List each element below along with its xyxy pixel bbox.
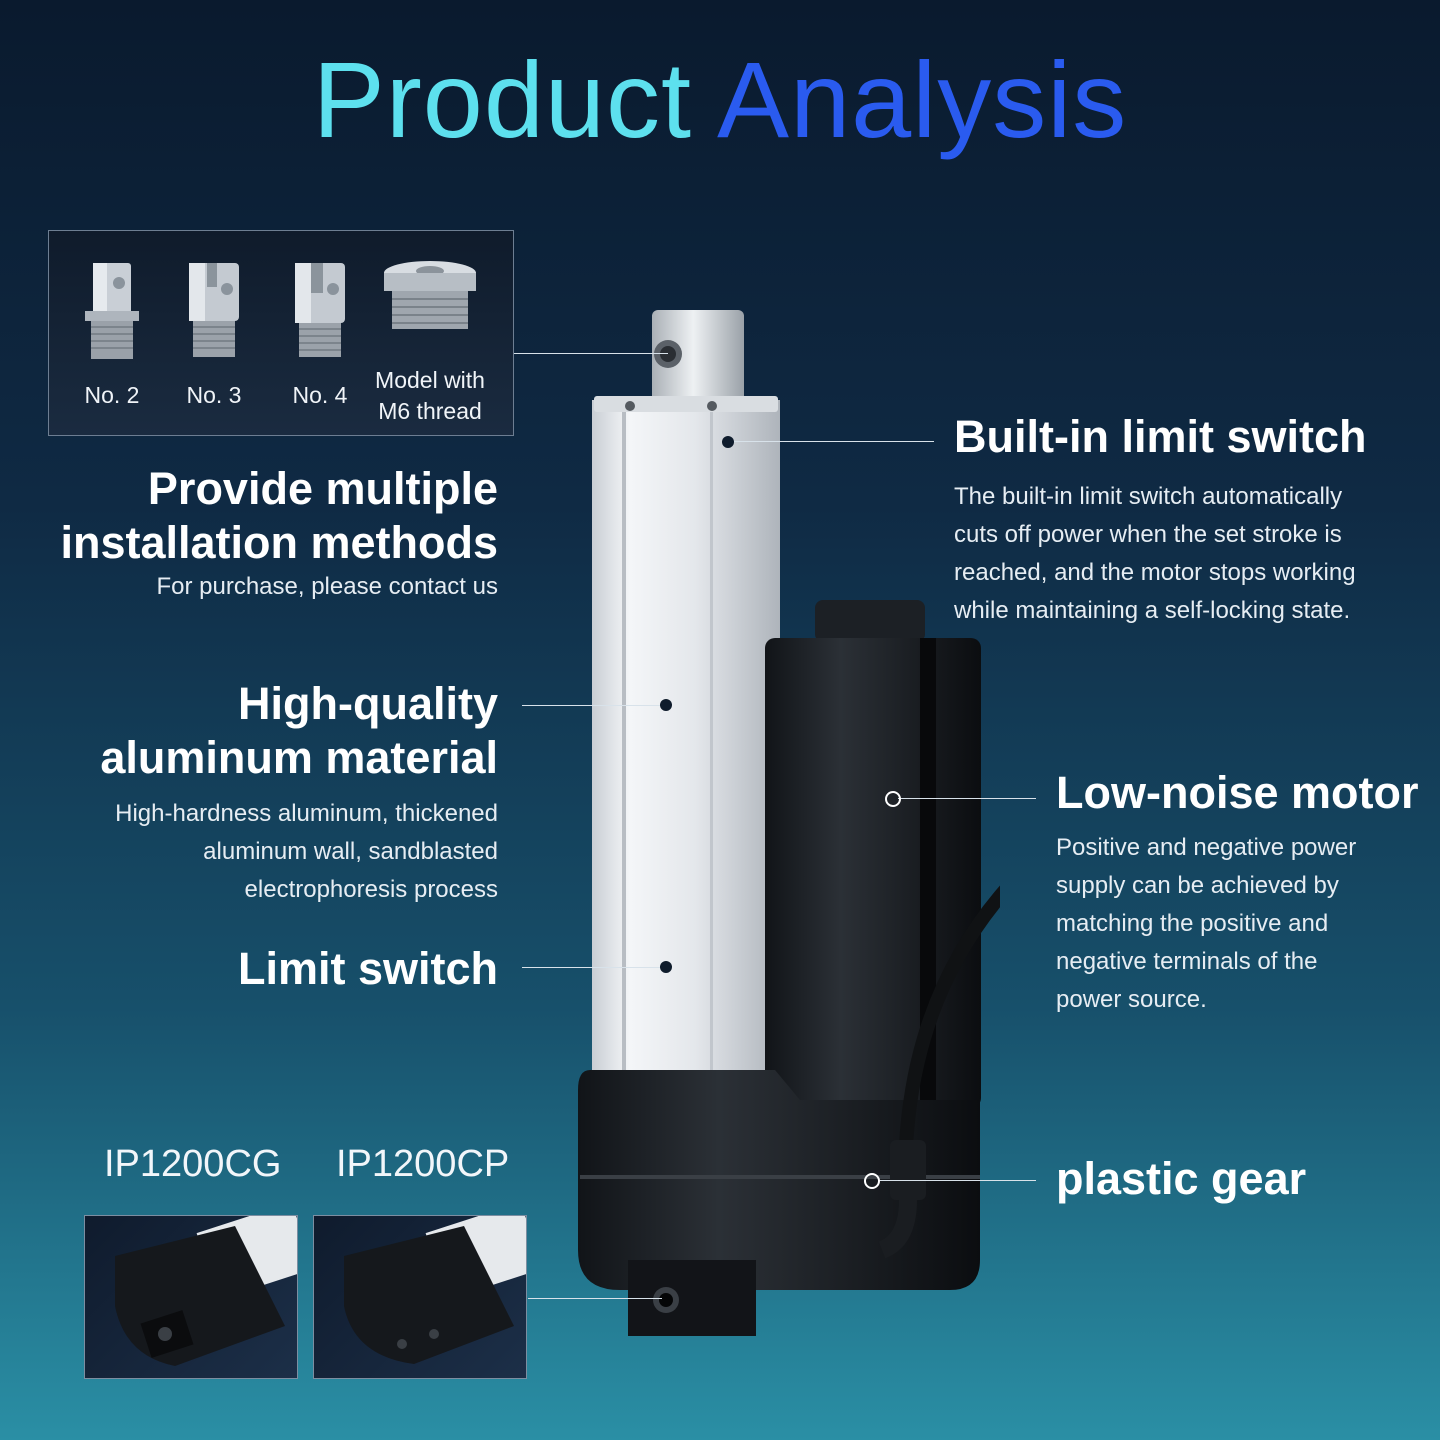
builtin-limit-text-line1: The built-in limit switch automatically xyxy=(954,483,1343,510)
mount-option-m6-thread: Model with M6 thread xyxy=(371,259,489,429)
motor-text-line2: supply can be achieved by xyxy=(1056,872,1339,899)
title-word-product: Product xyxy=(312,39,692,160)
callout-line-gear xyxy=(878,1180,1036,1181)
page-title: Product Analysis xyxy=(0,40,1440,160)
aluminum-text: High-hardness aluminum, thickened alumin… xyxy=(40,795,498,909)
callout-ring-motor xyxy=(885,791,901,807)
mount-option-label: No. 4 xyxy=(292,382,348,408)
aluminum-text-line2: aluminum wall, sandblasted xyxy=(203,838,498,865)
motor-text-line4: negative terminals of the xyxy=(1056,948,1318,975)
mount-option-label: Model with M6 thread xyxy=(371,365,489,427)
callout-line-mount xyxy=(514,353,668,354)
motor-text-line5: power source. xyxy=(1056,986,1207,1013)
callout-dot-aluminum xyxy=(660,699,672,711)
builtin-limit-text-line2: cuts off power when the set stroke is xyxy=(954,521,1342,548)
mounting-options-panel: No. 2 No. 3 No. 4 xyxy=(48,230,514,436)
mount-option-label: No. 2 xyxy=(84,382,140,408)
variant-thumb-cg xyxy=(84,1215,298,1379)
callout-line-motor xyxy=(898,798,1036,799)
aluminum-heading-line1: High-quality xyxy=(238,678,498,729)
installation-heading-line2: installation methods xyxy=(60,517,498,568)
callout-line-builtin-limit xyxy=(730,441,934,442)
title-word-analysis: Analysis xyxy=(717,39,1128,160)
limit-switch-heading: Limit switch xyxy=(237,943,498,994)
installation-heading: Provide multiple installation methods xyxy=(40,462,498,570)
callout-dot-limit-switch xyxy=(660,961,672,973)
aluminum-heading: High-quality aluminum material xyxy=(40,677,498,785)
callout-line-aluminum xyxy=(522,705,662,706)
builtin-limit-heading: Built-in limit switch xyxy=(954,411,1367,462)
motor-text: Positive and negative power supply can b… xyxy=(1056,829,1436,1019)
m6-thread-adapter-icon xyxy=(384,261,476,329)
aluminum-heading-line2: aluminum material xyxy=(100,732,498,783)
motor-heading: Low-noise motor xyxy=(1056,767,1419,818)
variant-label-cg: IP1200CG xyxy=(104,1143,282,1185)
clevis-no2-icon xyxy=(85,263,139,359)
installation-heading-line1: Provide multiple xyxy=(147,463,498,514)
aluminum-text-line3: electrophoresis process xyxy=(244,876,498,903)
builtin-limit-text: The built-in limit switch automatically … xyxy=(954,478,1424,630)
builtin-limit-text-line3: reached, and the motor stops working xyxy=(954,559,1356,586)
mount-option-label-line2: M6 thread xyxy=(378,398,482,424)
clevis-no3-icon xyxy=(189,263,239,357)
installation-text: For purchase, please contact us xyxy=(156,573,498,600)
mount-option-no4: No. 4 xyxy=(265,259,375,429)
variant-cg-image xyxy=(115,1216,297,1366)
builtin-limit-text-line4: while maintaining a self-locking state. xyxy=(954,597,1351,624)
mount-option-label: No. 3 xyxy=(186,382,242,408)
callout-line-limit-switch xyxy=(522,967,662,968)
mount-option-no3: No. 3 xyxy=(159,259,269,429)
callout-line-variants xyxy=(528,1298,662,1299)
aluminum-text-line1: High-hardness aluminum, thickened xyxy=(115,800,498,827)
mount-option-no2: No. 2 xyxy=(57,259,167,429)
callout-dot-builtin-limit xyxy=(722,436,734,448)
variant-label-cp: IP1200CP xyxy=(336,1143,510,1185)
motor-text-line1: Positive and negative power xyxy=(1056,834,1357,861)
gear-heading: plastic gear xyxy=(1056,1153,1307,1204)
mount-option-label-line1: Model with xyxy=(375,367,485,393)
variant-thumb-cp xyxy=(313,1215,527,1379)
motor-text-line3: matching the positive and xyxy=(1056,910,1329,937)
callout-ring-gear xyxy=(864,1173,880,1189)
clevis-no4-icon xyxy=(295,263,345,357)
variant-cp-image xyxy=(344,1216,526,1364)
linear-actuator-image xyxy=(578,310,1000,1336)
